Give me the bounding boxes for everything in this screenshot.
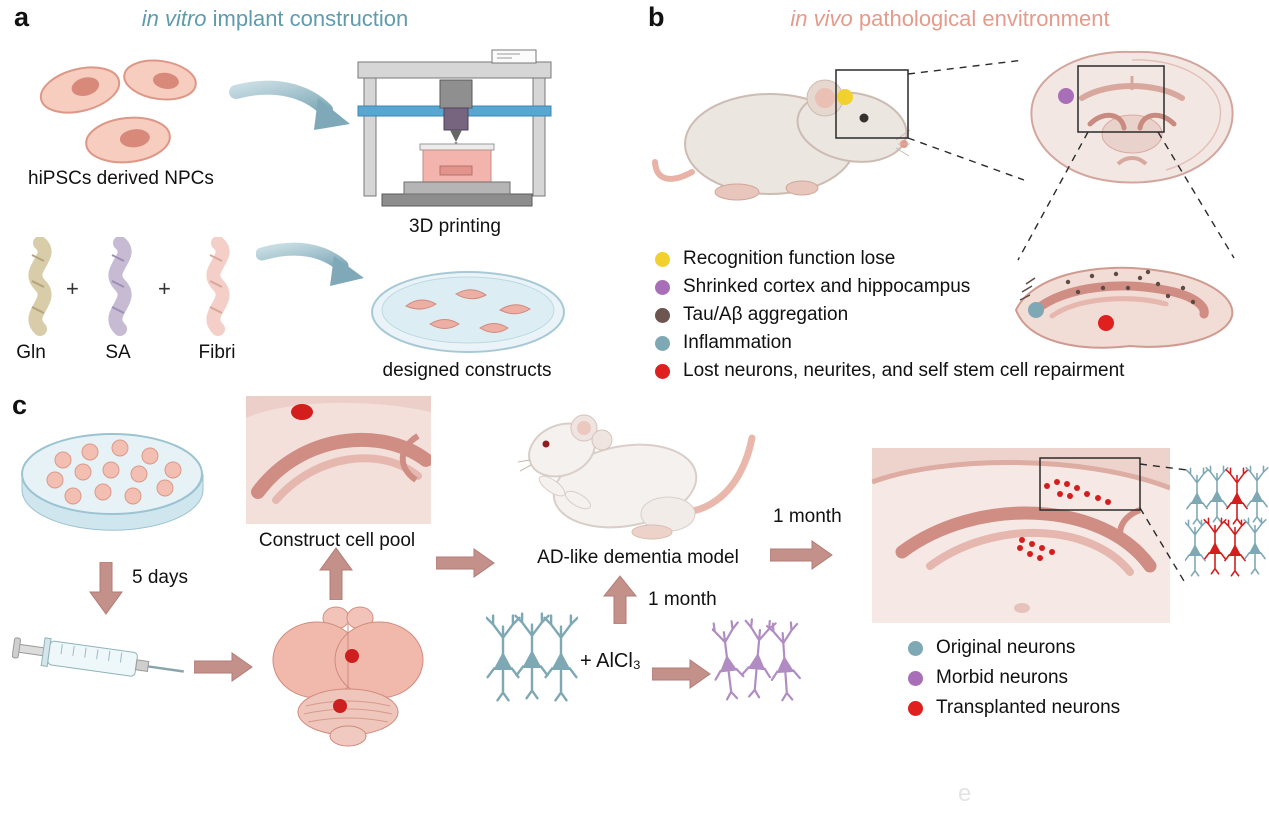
purple-dot-icon (655, 279, 670, 295)
arrow-cells-to-printer (229, 80, 350, 130)
red-dot-icon (655, 363, 670, 379)
panel-b-letter: b (648, 2, 665, 32)
fiber-fibri-illustration (206, 237, 230, 336)
red-neuron-dot-icon (908, 700, 923, 716)
gln-label: Gln (16, 342, 46, 363)
panel-a-letter: a (14, 2, 30, 32)
constructs-label: designed constructs (382, 360, 552, 381)
legend-text-recognition: Recognition function lose (683, 248, 896, 269)
five-days-label: 5 days (132, 567, 188, 588)
panel-b-title-italic: in vivo (790, 6, 853, 31)
legend-row-shrinked: Shrinked cortex and hippocampus (655, 273, 970, 301)
legend-text-morbid-neurons: Morbid neurons (936, 667, 1069, 688)
legend-text-lost-neurons: Lost neurons, neurites, and self stem ce… (683, 360, 1125, 381)
syringe-illustration (12, 637, 184, 677)
final-hippocampus-image (872, 448, 1170, 623)
legend-row-morbid-neurons: Morbid neurons (908, 664, 1068, 692)
blue-neuron-dot-icon (908, 640, 923, 656)
printing-label: 3D printing (409, 216, 501, 237)
npc-cells-illustration (39, 59, 197, 164)
organoid-dots (46, 439, 182, 505)
one-month-up-label: 1 month (648, 589, 717, 610)
constructs-dish-illustration (371, 271, 565, 353)
printer-3d-illustration (357, 49, 552, 207)
plus-sign-1: + (66, 276, 79, 301)
culture-dish-illustration (21, 433, 204, 531)
panel-b-title-rest: pathological envitronment (852, 6, 1110, 31)
mouse-illustration (652, 79, 911, 201)
injection-site-dot-2 (333, 699, 347, 713)
panel-b-title: in vivo pathological envitronment (785, 6, 1115, 32)
fiber-gln-illustration (28, 237, 52, 336)
plus-sign-2: + (158, 276, 171, 301)
legend-row-tau: Tau/Aβ aggregation (655, 301, 848, 329)
arrow-to-ad-model (436, 548, 495, 578)
injection-site-dot-1 (345, 649, 359, 663)
blue-dot-icon (655, 335, 670, 351)
yellow-dot-icon (655, 251, 670, 267)
zoomed-neurons-illustration (1185, 465, 1269, 577)
legend-row-lost-neurons: Lost neurons, neurites, and self stem ce… (655, 357, 1124, 385)
panel-a-title: in vitro implant construction (115, 6, 435, 32)
watermark-letter: e (958, 780, 972, 807)
brown-dot-icon (655, 307, 670, 323)
legend-text-tau: Tau/Aβ aggregation (683, 304, 849, 325)
panel-a-title-italic: in vitro (141, 6, 207, 31)
morbid-neurons-illustration (712, 617, 802, 703)
legend-row-recognition: Recognition function lose (655, 245, 895, 273)
cell-pool-image (246, 396, 431, 524)
cell-pool-label: Construct cell pool (258, 530, 416, 551)
original-neurons-illustration (486, 612, 578, 702)
fibri-label: Fibri (198, 342, 236, 363)
ad-model-label: AD-like dementia model (537, 547, 739, 568)
one-month-right-label: 1 month (773, 506, 842, 527)
legend-text-original-neurons: Original neurons (936, 637, 1076, 658)
arrow-alcl3 (652, 659, 711, 689)
legend-text-shrinked: Shrinked cortex and hippocampus (683, 276, 971, 297)
coronal-brain-section (1030, 50, 1234, 184)
tau-aggregate-dots (1065, 269, 1196, 305)
sa-label: SA (105, 342, 131, 363)
legend-row-original-neurons: Original neurons (908, 634, 1075, 662)
dorsal-brain-illustration (272, 606, 424, 747)
legend-row-inflammation: Inflammation (655, 329, 792, 357)
alcl3-label: + AlCl₃ (580, 650, 641, 672)
legend-text-transplanted-neurons: Transplanted neurons (936, 697, 1121, 718)
legend-row-transplanted-neurons: Transplanted neurons (908, 694, 1120, 722)
arrow-syringe-to-brain (194, 652, 253, 682)
purple-neuron-dot-icon (908, 670, 923, 686)
npc-label: hiPSCs derived NPCs (28, 168, 214, 189)
arrow-fibers-to-dish (256, 242, 364, 286)
panel-a-title-rest: implant construction (206, 6, 409, 31)
legend-text-inflammation: Inflammation (683, 332, 792, 353)
implant-red-dot (291, 404, 313, 420)
fiber-sa-illustration (108, 237, 132, 336)
arrow-up-to-cell-pool (319, 547, 353, 600)
ad-mouse-illustration (517, 414, 756, 540)
arrow-up-alcl3-to-model (602, 575, 638, 624)
arrow-to-final-section (770, 540, 833, 570)
hippocampus-section-pathology (1014, 266, 1234, 349)
panel-c-letter: c (12, 390, 28, 420)
arrow-down-5days (89, 562, 123, 615)
